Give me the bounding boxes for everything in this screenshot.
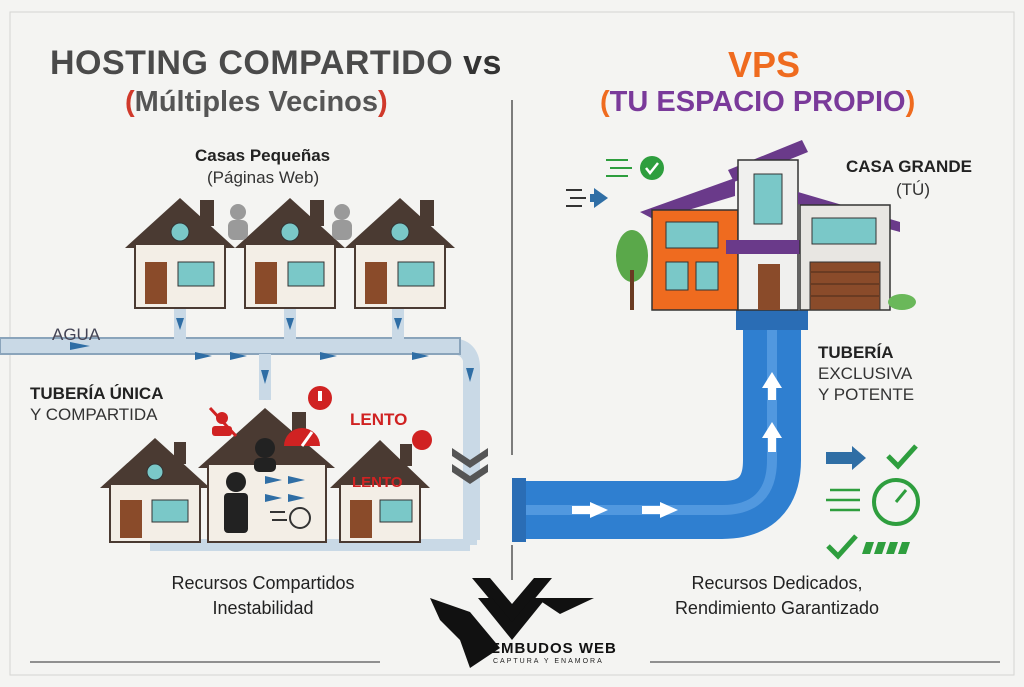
paren-open: (	[125, 86, 135, 118]
subtitle-own-space-text: TU ESPACIO PROPIO	[609, 86, 906, 118]
performance-icons	[826, 444, 920, 560]
warning-bubble-icon	[308, 386, 332, 410]
small-house-1	[125, 198, 235, 309]
houses-label: Casas Pequeñas	[195, 146, 331, 165]
slow-label-2: LENTO	[352, 474, 403, 491]
paren-close-right: )	[905, 86, 916, 118]
caption-shared-2: Inestabilidad	[212, 598, 314, 618]
vps-pipe	[512, 310, 808, 542]
big-house-sublabel: (TÚ)	[896, 180, 930, 199]
small-house-3	[345, 198, 455, 309]
title-shared-hosting-text: HOSTING COMPARTIDO	[50, 44, 454, 82]
shared-pipe-label-2: Y COMPARTIDA	[30, 405, 158, 424]
speedometer-alert-icon	[284, 428, 320, 447]
caption-vps-2: Rendimiento Garantizado	[674, 598, 880, 618]
small-house-2	[235, 198, 345, 309]
paren-open-right: (	[600, 86, 610, 118]
big-house-label: CASA GRANDE	[846, 157, 972, 176]
alert-icon-user	[208, 406, 238, 438]
check-circle-icon	[606, 156, 664, 180]
downward-chevrons	[452, 448, 488, 484]
caption-shared-1: Recursos Compartidos	[171, 573, 355, 593]
logo-mark	[430, 578, 594, 668]
title-vps: VPS	[728, 44, 801, 85]
subtitle-neighbors-text: Múltiples Vecinos	[134, 86, 379, 118]
caption-vps-1: Recursos Dedicados,	[691, 573, 863, 593]
vps-pipe-label-1: TUBERÍA	[818, 343, 894, 362]
vps-pipe-label-3: Y POTENTE	[818, 385, 915, 404]
vps-pipe-label-2: EXCLUSIVA	[818, 364, 913, 383]
neighbor-silhouettes	[228, 204, 352, 240]
vs-label: vs	[463, 44, 502, 82]
water-label: AGUA	[52, 325, 101, 344]
big-house	[616, 140, 916, 311]
fast-arrow-icon	[566, 188, 608, 208]
houses-sublabel: (Páginas Web)	[207, 168, 320, 187]
small-house-4	[100, 438, 210, 543]
speedometer-small-icon	[412, 430, 432, 450]
shared-pipe-label-1: TUBERÍA ÚNICA	[30, 384, 164, 403]
flow-arrows-shared	[70, 318, 474, 384]
paren-close: )	[378, 86, 388, 118]
slow-label-1: LENTO	[350, 410, 408, 429]
logo-name: EMBUDOS WEB	[490, 640, 617, 657]
subtitle-own-space: (TU ESPACIO PROPIO)	[600, 86, 915, 119]
subtitle-neighbors: (Múltiples Vecinos)	[125, 86, 388, 119]
small-house-5	[330, 440, 430, 543]
logo-tagline: CAPTURA Y ENAMORA	[493, 658, 604, 665]
